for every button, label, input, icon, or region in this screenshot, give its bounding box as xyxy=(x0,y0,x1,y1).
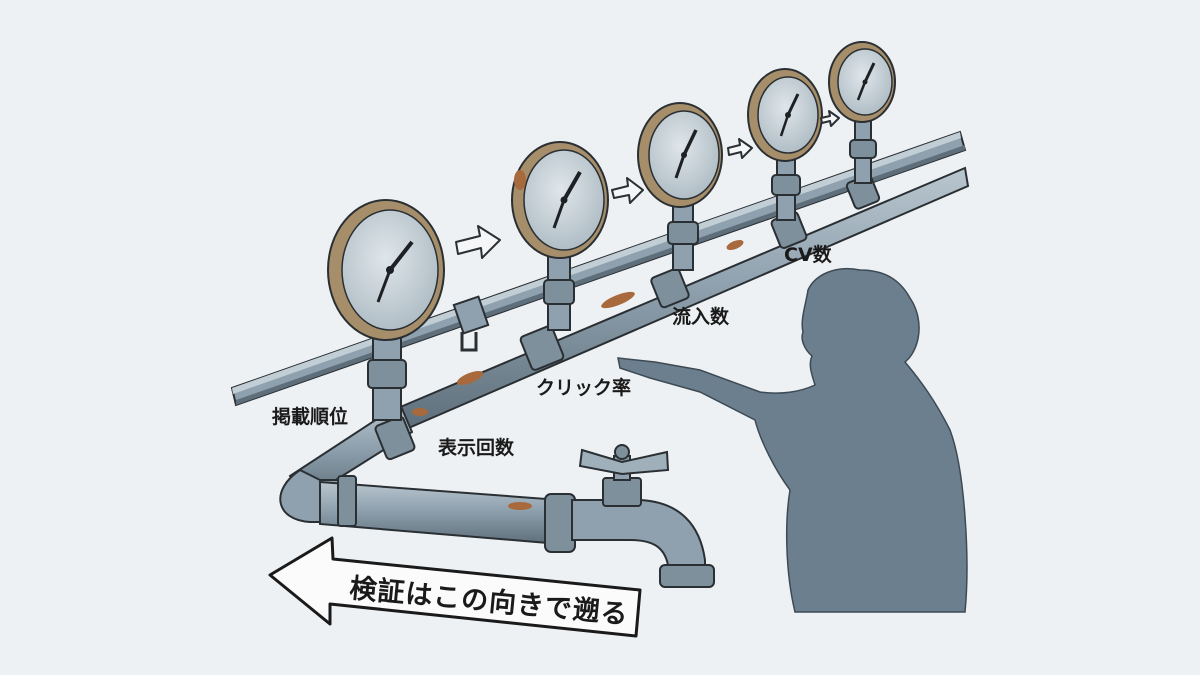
faucet-handle xyxy=(578,448,670,476)
person-silhouette xyxy=(617,268,968,613)
flow-arrow-1 xyxy=(455,225,501,259)
flow-arrow-2 xyxy=(611,177,644,204)
label-cv-count: CV数 xyxy=(784,244,832,266)
main-pipe xyxy=(279,166,970,546)
label-impressions: 表示回数 xyxy=(438,437,515,459)
pipe-bracket xyxy=(460,332,478,352)
gauge-5 xyxy=(828,41,896,184)
faucet xyxy=(544,444,715,588)
flow-arrow-4 xyxy=(820,110,840,127)
direction-arrow xyxy=(268,536,642,638)
flow-arrow-3 xyxy=(727,138,753,159)
gauge-1 xyxy=(327,199,445,421)
label-click-rate: クリック率 xyxy=(536,377,632,399)
gauge-3 xyxy=(637,102,723,271)
gauge-4 xyxy=(747,68,823,221)
label-inflows: 流入数 xyxy=(672,306,730,328)
gauge-2 xyxy=(511,141,609,331)
flow-arrows xyxy=(455,110,840,259)
label-display-rank: 掲載順位 xyxy=(272,406,349,428)
